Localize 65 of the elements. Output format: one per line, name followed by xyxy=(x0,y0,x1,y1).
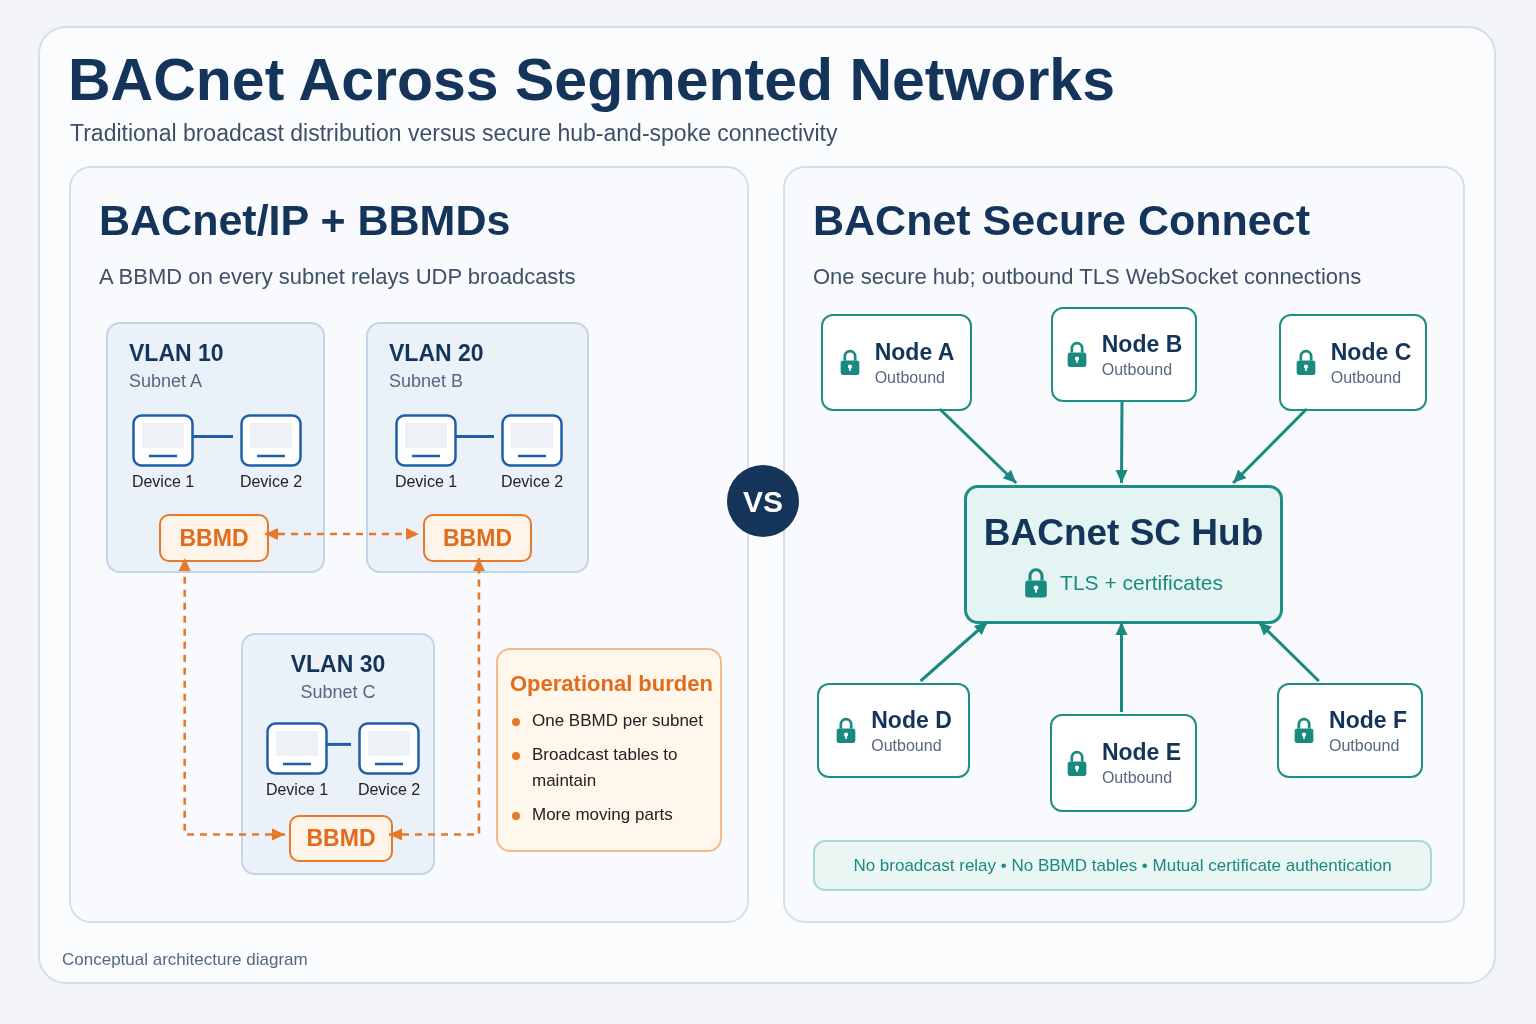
connector-line xyxy=(456,434,494,438)
subnet-label: Subnet B xyxy=(389,370,465,393)
device-label: Device 2 xyxy=(239,472,303,492)
connector-line xyxy=(193,434,233,438)
subtitle: Traditional broadcast distribution versus secure hub-and-spoke connectivity xyxy=(70,119,838,148)
node-box xyxy=(1051,307,1197,402)
hub-subtitle: TLS + certificates xyxy=(1060,569,1223,596)
dashed-arrow xyxy=(265,528,419,540)
node-subtitle: Outbound xyxy=(874,367,946,388)
panel-subtitle: One secure hub; outbound TLS WebSocket connections xyxy=(813,263,1362,291)
vlan-box xyxy=(106,322,325,573)
vlan-heading: VLAN 10 xyxy=(129,339,224,368)
panel-heading: BACnet/IP + BBMDs xyxy=(99,195,512,246)
node-box xyxy=(1050,714,1197,812)
arrow xyxy=(1115,622,1128,712)
arrow xyxy=(1257,620,1320,683)
subnet-label: Subnet A xyxy=(129,370,204,393)
hub-box xyxy=(964,485,1283,624)
list-item: One BBMD per subnet xyxy=(510,708,708,734)
node-subtitle: Outbound xyxy=(871,735,943,756)
title: BACnet Across Segmented Networks xyxy=(68,46,1115,115)
vlan-box xyxy=(241,633,435,875)
dashed-arrow xyxy=(178,558,285,841)
arrow xyxy=(938,407,1018,485)
node-subtitle: Outbound xyxy=(1101,768,1174,788)
panel-subtitle: A BBMD on every subnet relays UDP broadcasts xyxy=(99,263,576,291)
node-title: Node E xyxy=(1101,738,1182,767)
panel xyxy=(783,166,1465,923)
node-box xyxy=(821,314,972,411)
list-item: Broadcast tables to maintain xyxy=(510,742,708,794)
note-text: No broadcast relay • No BBMD tables • Mutual certificate authentication xyxy=(853,854,1392,877)
arrow xyxy=(919,620,989,683)
node-subtitle: Outbound xyxy=(1330,367,1403,388)
connector-line xyxy=(327,742,351,746)
note-bar xyxy=(813,840,1432,891)
arrow xyxy=(1232,407,1308,485)
device-label: Device 1 xyxy=(394,472,458,492)
node-box xyxy=(1279,314,1427,411)
hub-title: BACnet SC Hub xyxy=(983,510,1264,555)
dashed-arrow xyxy=(389,558,485,841)
device-label: Device 1 xyxy=(265,780,329,800)
bbmd-box: BBMD xyxy=(159,514,269,562)
device-label: Device 1 xyxy=(131,472,195,492)
list-item: More moving parts xyxy=(510,802,708,828)
node-subtitle: Outbound xyxy=(1101,359,1174,380)
device-label: Device 2 xyxy=(500,472,564,492)
caption: Conceptual architecture diagram xyxy=(62,949,308,971)
node-title: Node A xyxy=(874,337,955,367)
device-label: Device 2 xyxy=(357,780,421,800)
node-title: Node D xyxy=(871,705,952,735)
node-box xyxy=(817,683,970,778)
callout-box xyxy=(496,648,722,852)
bbmd-box: BBMD xyxy=(289,815,393,862)
arrow xyxy=(1115,400,1128,483)
node-box xyxy=(1277,683,1423,778)
bbmd-box: BBMD xyxy=(423,514,532,562)
vlan-box xyxy=(366,322,589,573)
node-title: Node F xyxy=(1329,705,1407,735)
vlan-heading: VLAN 20 xyxy=(389,339,484,368)
subnet-label: Subnet C xyxy=(300,681,376,704)
vlan-heading: VLAN 30 xyxy=(290,650,386,679)
panel-heading: BACnet Secure Connect xyxy=(813,195,1311,246)
node-title: Node C xyxy=(1330,337,1412,367)
node-title: Node B xyxy=(1101,329,1183,359)
node-subtitle: Outbound xyxy=(1329,735,1401,756)
